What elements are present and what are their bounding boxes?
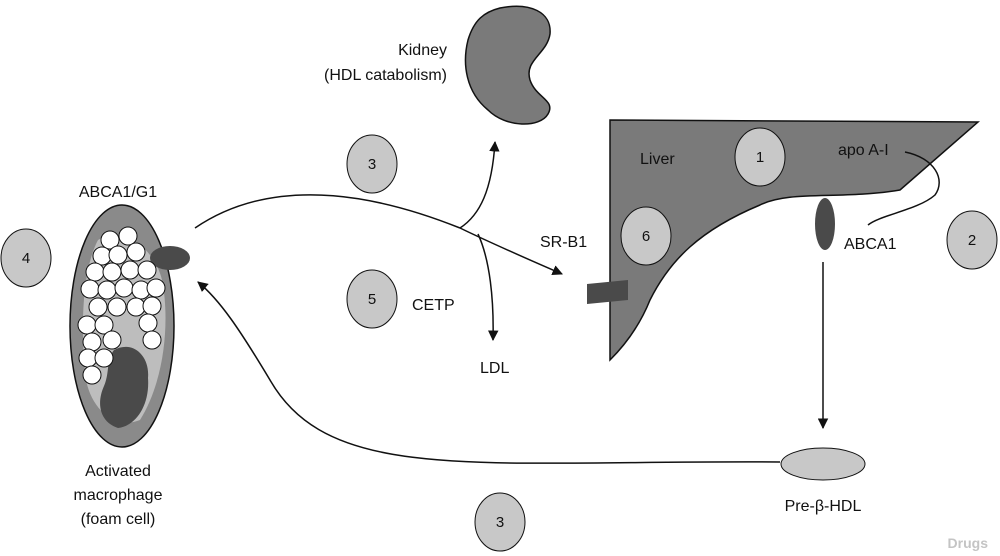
svg-text:2: 2: [968, 232, 976, 249]
foam-cell-label: (foam cell): [81, 511, 156, 528]
step-marker-2: 2: [946, 210, 998, 270]
step-marker-1: 1: [734, 127, 786, 187]
apo-a1-label: apo A-I: [838, 142, 889, 159]
arrow-to-ldl: [477, 233, 499, 342]
abca1-g1-label: ABCA1/G1: [79, 184, 157, 201]
apo-a1-loop: [867, 151, 940, 226]
svg-text:5: 5: [368, 291, 376, 308]
step-marker-3-top: 3: [346, 134, 398, 194]
ldl-label: LDL: [480, 360, 509, 377]
arrow-to-sr-b1: [459, 227, 563, 276]
sr-b1-receptor: [587, 280, 628, 304]
step-marker-4: 4: [0, 228, 52, 288]
sr-b1-label: SR-B1: [540, 234, 587, 251]
drugs-watermark: Drugs: [948, 535, 989, 551]
svg-text:3: 3: [368, 156, 376, 173]
kidney-catabolism-label: (HDL catabolism): [324, 67, 447, 84]
kidney-label: Kidney: [398, 42, 447, 59]
macrophage-label: macrophage: [74, 487, 163, 504]
macrophage-activated-label: Activated: [85, 463, 151, 480]
pre-beta-hdl-to-macrophage-arrow: [197, 281, 781, 464]
step-marker-5: 5: [346, 269, 398, 329]
step-marker-3-bottom: 3: [474, 492, 526, 552]
svg-text:1: 1: [756, 149, 764, 166]
svg-text:4: 4: [22, 250, 30, 267]
liver-label: Liver: [640, 151, 675, 168]
svg-text:3: 3: [496, 514, 504, 531]
abca1-transporter: [815, 198, 835, 250]
abca1-label: ABCA1: [844, 236, 897, 253]
cetp-label: CETP: [412, 297, 455, 314]
svg-text:6: 6: [642, 228, 650, 245]
pre-beta-hdl-particle: [780, 447, 866, 481]
kidney-shape: [464, 5, 551, 125]
step-marker-6: 6: [620, 206, 672, 266]
liver-shape: [609, 119, 980, 362]
pre-beta-hdl-label: Pre-β-HDL: [785, 498, 862, 515]
macrophage-foam-cell: [69, 204, 190, 448]
hdl-transport-curve: [194, 194, 461, 229]
arrow-to-kidney: [459, 140, 500, 229]
